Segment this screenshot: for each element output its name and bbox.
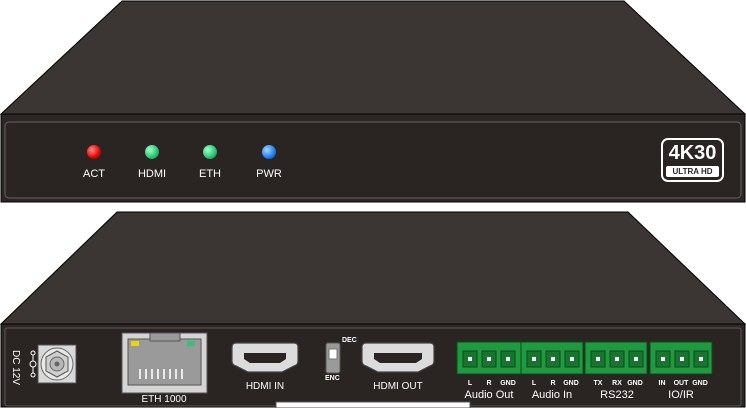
rs232-pin-rx: RX [612, 380, 622, 387]
io-ir-pin-gnd: GND [692, 380, 708, 387]
front-panel-face [4, 121, 742, 199]
eth-1000-port[interactable] [121, 332, 208, 394]
switch-enc-label: ENC [325, 375, 340, 382]
audio-out-pin-gnd: GND [500, 380, 516, 387]
led-pwr-label: PWR [256, 168, 282, 180]
audio-out-pin-l: L [467, 380, 473, 387]
audio-in-pin-l: L [531, 380, 537, 387]
audio-out-pin-r: R [486, 380, 492, 387]
enc-dec-switch[interactable] [325, 342, 341, 374]
hdmi-out-port[interactable] [361, 342, 435, 373]
bottom-foot [275, 401, 471, 408]
badge-main-text: 4K30 [668, 142, 717, 164]
led-eth-label: ETH [199, 168, 221, 180]
terminal-block-audio-in[interactable] [520, 341, 584, 375]
badge-sub-text: ULTRA HD [672, 167, 713, 176]
eth-1000-label: ETH 1000 [141, 394, 187, 405]
front-unit [0, 0, 746, 203]
switch-dec-label: DEC [342, 337, 357, 344]
led-hdmi-label: HDMI [137, 168, 167, 180]
terminal-block-rs232[interactable] [584, 341, 648, 375]
rear-chassis-top [0, 211, 746, 325]
led-pwr [262, 145, 276, 159]
io-ir-pin-out: OUT [673, 380, 689, 387]
terminal-block-audio-out[interactable] [456, 341, 522, 375]
hdmi-out-label: HDMI OUT [373, 381, 423, 392]
led-act-label: ACT [83, 168, 105, 180]
hdmi-in-port[interactable] [231, 342, 299, 373]
dc-12v-label: DC 12V [10, 350, 21, 386]
rs232-pin-tx: TX [593, 380, 603, 387]
hdmi-in-label: HDMI IN [245, 381, 285, 392]
io-ir-pin-in: IN [658, 380, 666, 387]
led-eth [203, 145, 217, 159]
rs232-pin-gnd: GND [627, 380, 643, 387]
terminal-block-io-ir[interactable] [649, 341, 713, 375]
rear-unit [0, 211, 746, 408]
dc-polarity-icon [29, 350, 37, 378]
badge-sub-bar: ULTRA HD [666, 166, 719, 177]
audio-in-label: Audio In [531, 389, 573, 401]
audio-out-label: Audio Out [464, 389, 514, 401]
rs232-label: RS232 [600, 389, 634, 401]
dc-power-jack[interactable] [37, 344, 77, 384]
front-chassis-top [0, 0, 746, 115]
led-act [87, 145, 101, 159]
audio-in-pin-gnd: GND [563, 380, 579, 387]
led-hdmi [145, 145, 159, 159]
audio-in-pin-r: R [550, 380, 556, 387]
io-ir-label: IO/IR [668, 389, 694, 401]
4k30-badge: 4K30 ULTRA HD [661, 138, 724, 182]
